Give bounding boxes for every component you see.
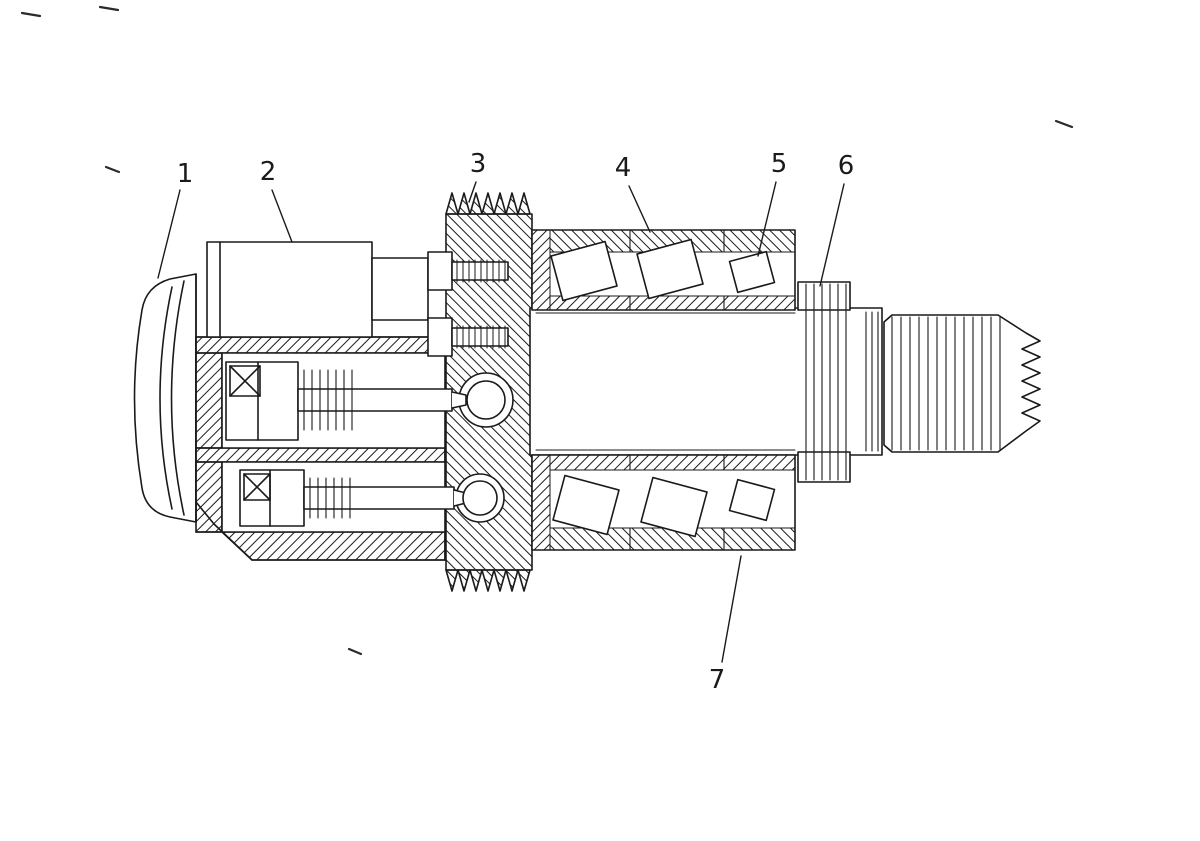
callout-1: 1 bbox=[157, 159, 194, 279]
bolt-upper-head bbox=[427, 251, 453, 291]
callout-5-label: 5 bbox=[771, 149, 788, 179]
piston-lower-spring-coils bbox=[309, 477, 351, 519]
body-wall-left-lower-hatched bbox=[195, 461, 223, 533]
piston-lower bbox=[239, 469, 498, 527]
tapered-roller bbox=[640, 476, 708, 538]
piston-lower-ball bbox=[462, 480, 498, 516]
collar-tab-top bbox=[797, 281, 851, 311]
tapered-roller bbox=[550, 240, 618, 302]
callout-7-label: 7 bbox=[709, 665, 726, 695]
bearing-top-leftwall-hatched bbox=[531, 229, 551, 311]
callout-1-leader bbox=[157, 189, 181, 279]
callout-7: 7 bbox=[709, 555, 742, 695]
callout-2: 2 bbox=[260, 157, 293, 243]
locknut-collar-part bbox=[797, 281, 851, 483]
callout-1-label: 1 bbox=[177, 159, 194, 189]
end-cap-outline bbox=[133, 273, 197, 523]
collar-tab-bottom bbox=[797, 451, 851, 483]
bearing-top-race-divisions bbox=[629, 229, 725, 311]
shaft-groove-ring bbox=[865, 311, 879, 452]
shaft-body bbox=[529, 307, 883, 456]
end-cap-inner-arc-1 bbox=[159, 286, 173, 510]
control-block-part bbox=[206, 241, 429, 338]
block-step bbox=[371, 257, 429, 321]
callout-4-label: 4 bbox=[615, 153, 632, 183]
bolt-lower-shank bbox=[451, 327, 509, 347]
bolt-upper bbox=[427, 251, 509, 291]
body-wall-left-upper-hatched bbox=[195, 352, 223, 449]
bolt-lower bbox=[427, 317, 509, 357]
callout-3: 3 bbox=[468, 149, 487, 203]
callouts: 1 2 3 4 5 6 7 bbox=[157, 149, 855, 695]
tapered-roller-small bbox=[728, 478, 776, 522]
bolt-lower-head bbox=[427, 317, 453, 357]
callout-3-label: 3 bbox=[470, 149, 487, 179]
block-outline bbox=[206, 241, 373, 338]
callout-3-leader bbox=[468, 181, 477, 203]
callout-4-leader bbox=[628, 185, 651, 233]
bearing-bottom-leftwall-hatched bbox=[531, 454, 551, 551]
piston-lower-retainer-cross-2 bbox=[243, 473, 271, 501]
bearing-bottom-inner-race-hatched bbox=[549, 454, 796, 471]
piston-upper-spring-coils bbox=[303, 369, 353, 431]
scan-artifact-marks bbox=[20, 5, 1074, 656]
splined-shaft-end bbox=[883, 314, 1041, 453]
body-wall-bottom-hatched bbox=[195, 531, 446, 561]
end-cap-part bbox=[133, 273, 197, 523]
piston-upper-ball bbox=[466, 380, 506, 420]
gear-teeth-bottom bbox=[445, 569, 531, 592]
bearing-assembly-top bbox=[531, 229, 796, 311]
piston-lower-head bbox=[239, 469, 305, 527]
piston-upper-rod bbox=[297, 388, 453, 412]
callout-5-leader bbox=[757, 181, 777, 257]
end-cap-inner-arc-2 bbox=[170, 280, 185, 516]
bearing-bottom-outer-race-hatched bbox=[549, 527, 796, 551]
body-wall-top-hatched bbox=[195, 336, 446, 354]
piston-upper-neck bbox=[451, 391, 467, 409]
tapered-roller bbox=[552, 474, 620, 536]
spline-lines bbox=[891, 316, 1001, 451]
callout-6-leader bbox=[819, 183, 845, 287]
bolt-lower-thread-ticks bbox=[456, 325, 506, 349]
callout-7-leader bbox=[721, 555, 742, 663]
piston-upper-retainer bbox=[229, 365, 261, 397]
collar-groove-lines bbox=[805, 283, 847, 481]
piston-upper-retainer-cross-2 bbox=[229, 365, 261, 397]
callout-4: 4 bbox=[615, 153, 651, 233]
gear-teeth-top bbox=[445, 192, 531, 215]
callout-6-label: 6 bbox=[838, 151, 855, 181]
tapered-roller-small bbox=[728, 250, 776, 294]
body-wall-mid-hatched bbox=[195, 447, 446, 463]
bearing-assembly-bottom bbox=[531, 454, 796, 551]
bearing-top-inner-race-hatched bbox=[549, 295, 796, 311]
callout-2-label: 2 bbox=[260, 157, 277, 187]
bearing-bottom-race-divisions bbox=[629, 454, 725, 551]
drive-shaft-part bbox=[529, 307, 883, 456]
callout-6: 6 bbox=[819, 151, 855, 287]
tapered-roller bbox=[636, 238, 704, 300]
spline-silhouette bbox=[883, 314, 1041, 453]
callout-2-leader bbox=[271, 189, 293, 243]
bolt-upper-shank bbox=[451, 261, 509, 281]
callout-5: 5 bbox=[757, 149, 788, 257]
bolt-upper-thread-ticks bbox=[456, 259, 506, 283]
piston-upper bbox=[225, 361, 506, 441]
